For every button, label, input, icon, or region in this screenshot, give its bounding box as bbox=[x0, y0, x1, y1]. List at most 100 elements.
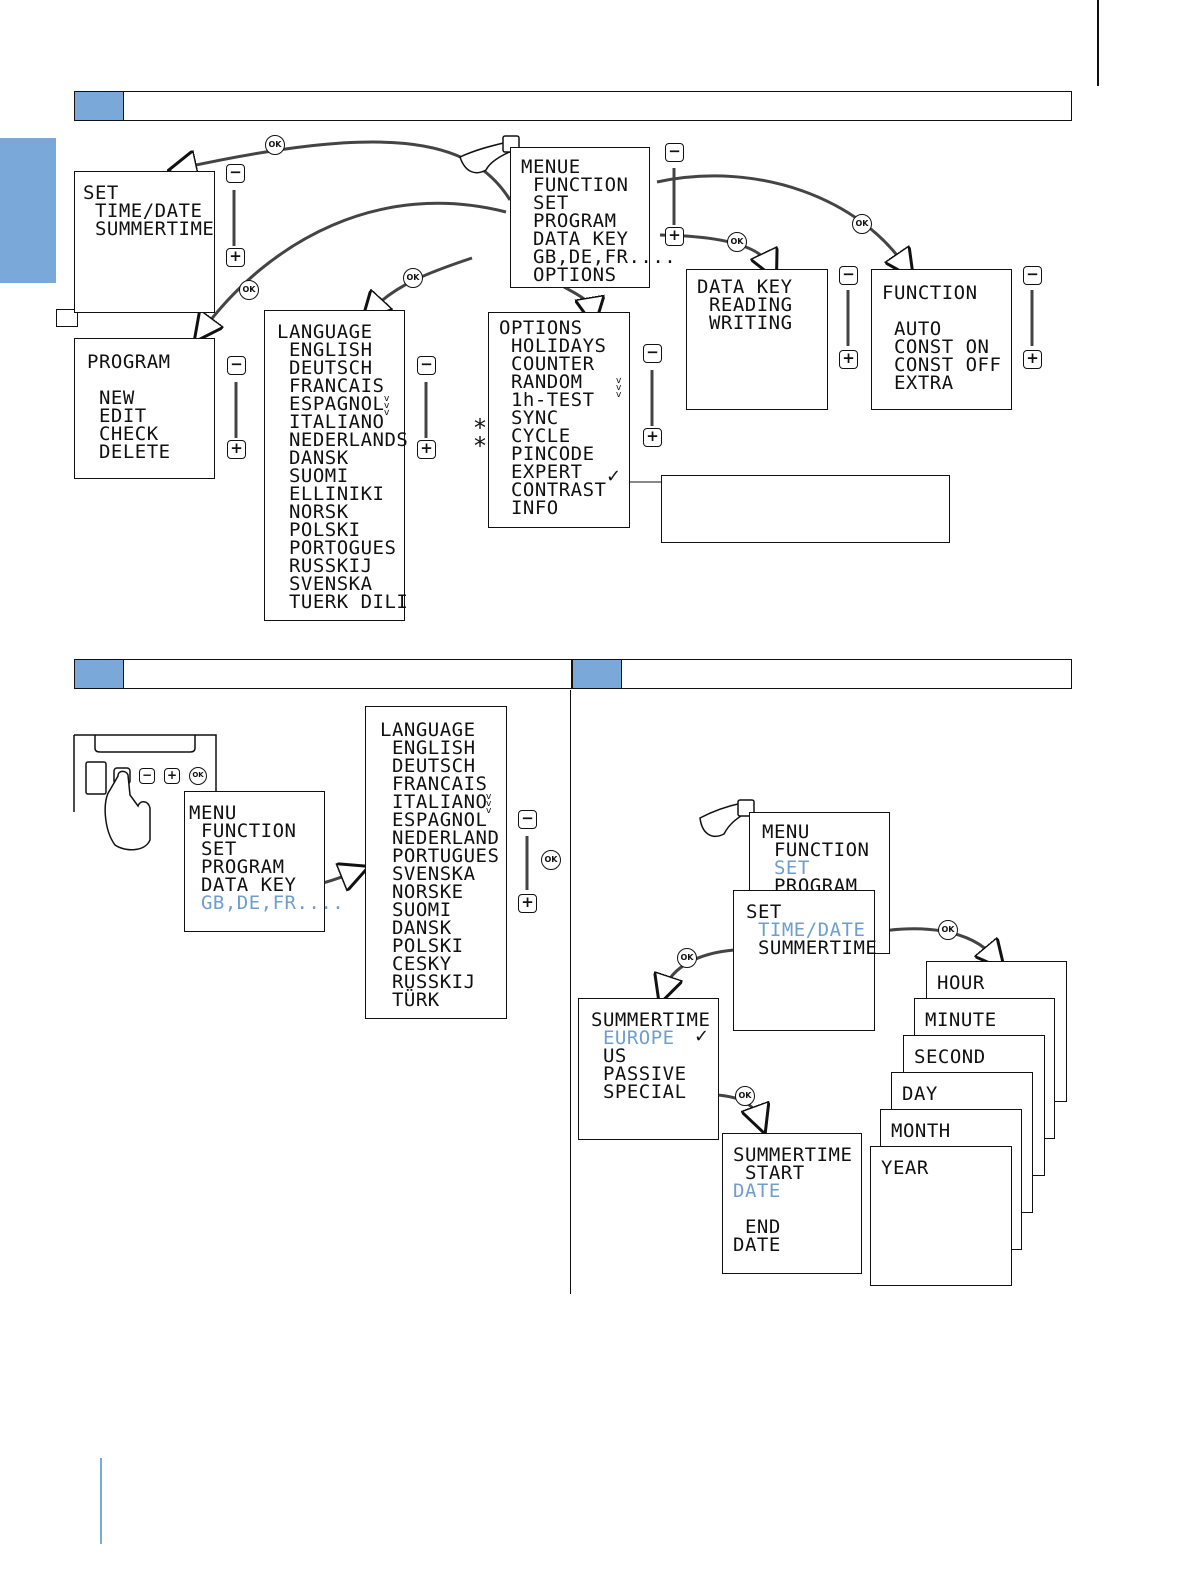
minus-button[interactable]: − bbox=[643, 344, 662, 363]
minus-button[interactable]: − bbox=[839, 266, 858, 285]
plus-button[interactable]: + bbox=[518, 894, 537, 913]
language-line: NEDERLANDS bbox=[277, 429, 409, 451]
plus-button[interactable]: + bbox=[226, 248, 245, 267]
set-screen: SET TIME/DATE SUMMERTIME bbox=[74, 171, 215, 313]
ok-button[interactable]: OK bbox=[727, 232, 747, 252]
data-key-line: WRITING bbox=[697, 312, 793, 334]
language-line: LANGUAGE bbox=[380, 719, 476, 741]
check-mark: ✓ bbox=[606, 466, 622, 487]
plus-button[interactable]: + bbox=[417, 440, 436, 459]
arrow-icon bbox=[372, 256, 473, 310]
time-stack-line: HOUR bbox=[937, 972, 985, 994]
function-line: FUNCTION bbox=[882, 282, 978, 304]
minus-button[interactable]: − bbox=[1023, 266, 1042, 285]
ok-button[interactable]: OK bbox=[403, 268, 423, 288]
small-marker-box bbox=[56, 309, 78, 327]
minus-button[interactable]: − bbox=[417, 356, 436, 375]
menue-screen: MENUE FUNCTION SET PROGRAM DATA KEY GB,D… bbox=[510, 147, 676, 288]
options-screen: OPTIONS HOLIDAYS COUNTER RANDOM 1h-TEST … bbox=[488, 312, 630, 528]
options-line: OPTIONS bbox=[499, 317, 583, 339]
language-line: POLSKI bbox=[277, 519, 361, 541]
function-line: CONST ON bbox=[882, 336, 990, 358]
ok-button[interactable]: OK bbox=[239, 280, 259, 300]
program-line: PROGRAM bbox=[87, 351, 171, 373]
menue-line: OPTIONS bbox=[521, 264, 617, 286]
options-line: INFO bbox=[499, 497, 559, 519]
language-line: NORSK bbox=[277, 501, 349, 523]
time-stack-line: MONTH bbox=[891, 1120, 951, 1142]
options-line: PINCODE bbox=[499, 443, 595, 465]
ok-button[interactable]: OK bbox=[938, 920, 958, 940]
summertime-start-screen: SUMMERTIME START DATE END DATE bbox=[722, 1133, 862, 1274]
language-line: SUOMI bbox=[380, 899, 452, 921]
plus-button[interactable]: + bbox=[839, 350, 858, 369]
menue-line: GB,DE,FR.... bbox=[521, 246, 677, 268]
language-line: ENGLISH bbox=[277, 339, 373, 361]
menue-line: DATA KEY bbox=[521, 228, 629, 250]
menu-line-selected: SET bbox=[762, 857, 810, 879]
language-line: ENGLISH bbox=[380, 737, 476, 759]
ok-button[interactable]: OK bbox=[852, 214, 872, 234]
ok-button[interactable]: OK bbox=[677, 948, 697, 968]
set-line: SET bbox=[83, 182, 119, 204]
minus-button[interactable]: − bbox=[665, 143, 684, 162]
data-key-line: READING bbox=[697, 294, 793, 316]
hand-pointer-icon bbox=[699, 799, 755, 838]
scroll-marker: v v v bbox=[616, 376, 622, 400]
language-line: FRANCAIS bbox=[277, 375, 385, 397]
plus-button[interactable]: + bbox=[227, 440, 246, 459]
ok-button[interactable]: OK bbox=[189, 767, 207, 785]
options-line: SYNC bbox=[499, 407, 559, 429]
program-line: NEW bbox=[87, 387, 135, 409]
options-line: EXPERT bbox=[499, 461, 583, 483]
minus-button[interactable]: − bbox=[139, 768, 155, 784]
plus-button[interactable]: + bbox=[1023, 350, 1042, 369]
header-bar-accent bbox=[573, 660, 622, 688]
summertime-start-line: DATE bbox=[733, 1234, 781, 1256]
menue-line: FUNCTION bbox=[521, 174, 629, 196]
summertime-line: SPECIAL bbox=[591, 1081, 687, 1103]
language-line: NORSKE bbox=[380, 881, 464, 903]
plus-button[interactable]: + bbox=[164, 768, 180, 784]
language-line: ESPAGNOL bbox=[277, 393, 385, 415]
set-line: SUMMERTIME bbox=[83, 218, 215, 240]
program-line: EDIT bbox=[87, 405, 147, 427]
summertime-line-selected: EUROPE bbox=[591, 1027, 675, 1049]
minus-button[interactable]: − bbox=[518, 810, 537, 829]
language-line: SUOMI bbox=[277, 465, 349, 487]
summertime-start-line-selected: DATE bbox=[733, 1180, 781, 1202]
language-screen: LANGUAGE ENGLISH DEUTSCH FRANCAIS ITALIA… bbox=[365, 706, 507, 1019]
ok-button[interactable]: OK bbox=[541, 850, 561, 870]
plus-button[interactable]: + bbox=[643, 428, 662, 447]
language-line: ESPAGNOL bbox=[380, 809, 488, 831]
header-bar-accent bbox=[75, 92, 124, 120]
asterisk-mark: * bbox=[474, 414, 486, 442]
language-screen: LANGUAGE ENGLISH DEUTSCH FRANCAIS ESPAGN… bbox=[264, 310, 409, 621]
minus-button[interactable]: − bbox=[226, 164, 245, 183]
language-line: DANSK bbox=[380, 917, 452, 939]
minus-button[interactable]: − bbox=[227, 356, 246, 375]
language-line: LANGUAGE bbox=[277, 321, 373, 343]
function-line: CONST OFF bbox=[882, 354, 1002, 376]
menu-line-selected: GB,DE,FR.... bbox=[189, 892, 345, 914]
program-screen: PROGRAM NEW EDIT CHECK DELETE bbox=[74, 338, 215, 479]
top-rule bbox=[1097, 0, 1099, 86]
language-line: RUSSKIJ bbox=[277, 555, 373, 577]
set-line: SUMMERTIME bbox=[746, 937, 878, 959]
ok-button[interactable]: OK bbox=[735, 1086, 755, 1106]
summertime-start-line: START bbox=[733, 1162, 805, 1184]
bottom-rule bbox=[100, 1458, 102, 1544]
language-line: PORTUGUES bbox=[380, 845, 500, 867]
summertime-start-line: END bbox=[733, 1216, 781, 1238]
column-divider bbox=[570, 690, 571, 1294]
language-line: CESKY bbox=[380, 953, 452, 975]
section-header-bar-left bbox=[74, 659, 572, 689]
note-box bbox=[661, 475, 950, 543]
options-line: CYCLE bbox=[499, 425, 571, 447]
plus-button[interactable]: + bbox=[665, 227, 684, 246]
menu-screen: MENU FUNCTION SET PROGRAM DATA KEY GB,DE… bbox=[184, 791, 344, 932]
function-line: AUTO bbox=[882, 318, 942, 340]
menu-line: FUNCTION bbox=[762, 839, 870, 861]
ok-button[interactable]: OK bbox=[265, 135, 285, 155]
time-stack-line: MINUTE bbox=[925, 1009, 997, 1031]
